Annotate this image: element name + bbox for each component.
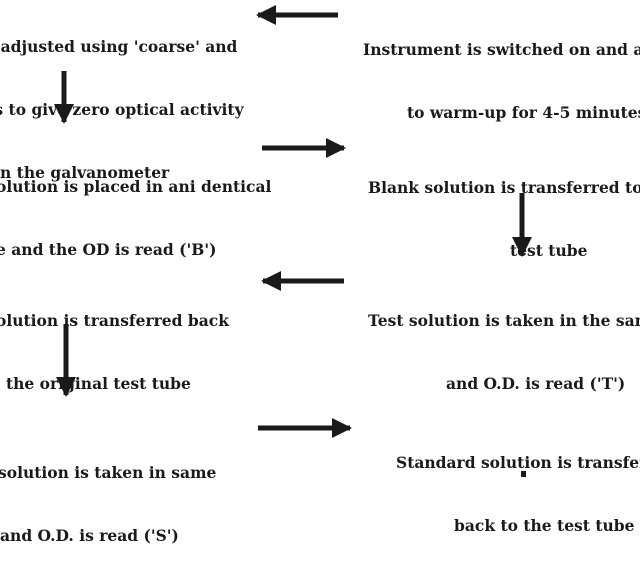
step-line: olution is transferred back (0, 311, 229, 330)
step-line: Standard solution is transferr (396, 453, 640, 472)
step-line: Instrument is switched on and all (363, 40, 640, 59)
step-test-back: olution is transferred back the original… (0, 268, 246, 436)
step-line: Test solution is taken in the same (368, 311, 640, 330)
step-line: s to give zero optical activity (0, 100, 244, 119)
step-switch-on: Instrument is switched on and all to war… (363, 0, 640, 165)
step-blank-transfer: Blank solution is transferred to t test … (368, 135, 640, 303)
step-line: test tube (510, 241, 588, 260)
step-line: adjusted using 'coarse' and (0, 37, 238, 56)
step-line: and O.D. is read ('T') (446, 374, 626, 393)
step-line: e and the OD is read ('B') (0, 240, 217, 259)
step-line: olution is placed in ani dentical (0, 177, 272, 196)
step-line: to warm-up for 4-5 minutes (407, 103, 640, 122)
continuation-mark (521, 471, 526, 477)
step-line: Blank solution is transferred to t (368, 178, 640, 197)
step-line: and O.D. is read ('S') (0, 526, 179, 545)
step-test-read: Test solution is taken in the same and O… (368, 268, 640, 436)
step-blank-read: olution is placed in ani dentical e and … (0, 134, 272, 302)
step-adjust-zero: adjusted using 'coarse' and s to give ze… (0, 0, 244, 225)
step-line: the original test tube (6, 374, 191, 393)
step-standard-back: Standard solution is transferr back to t… (396, 410, 640, 578)
step-line: back to the test tube (454, 516, 635, 535)
flow-arrows (54, 5, 532, 477)
step-standard-read: solution is taken in same and O.D. is re… (0, 420, 248, 588)
step-line: n the galvanometer (0, 163, 170, 182)
step-line: solution is taken in same (0, 463, 217, 482)
